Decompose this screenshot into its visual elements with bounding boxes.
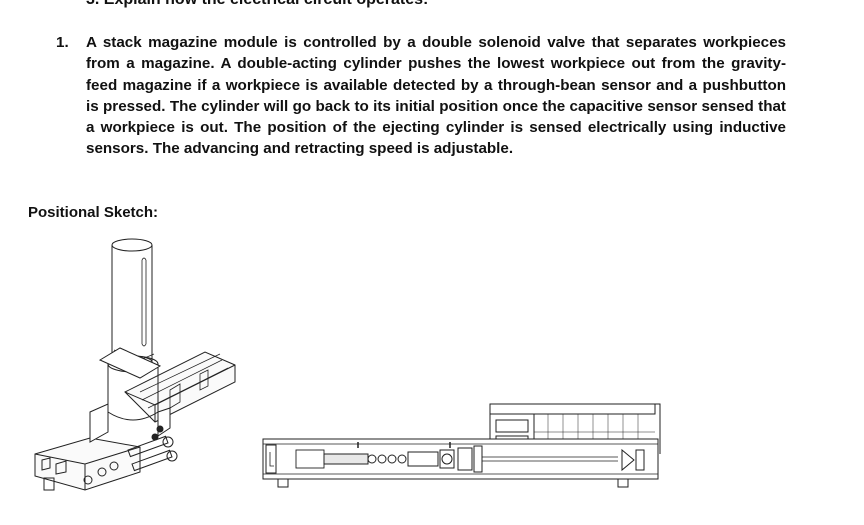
stack-magazine-side-view-drawing [262, 403, 661, 488]
question-1: 1. A stack magazine module is controlled… [56, 32, 786, 160]
previous-question-fragment: 3. Explain how the electrical circuit op… [86, 0, 428, 9]
question-number: 1. [56, 34, 69, 51]
positional-sketch-label: Positional Sketch: [28, 204, 159, 221]
stack-magazine-isometric-drawing [34, 238, 236, 491]
question-text: A stack magazine module is controlled by… [86, 34, 786, 158]
